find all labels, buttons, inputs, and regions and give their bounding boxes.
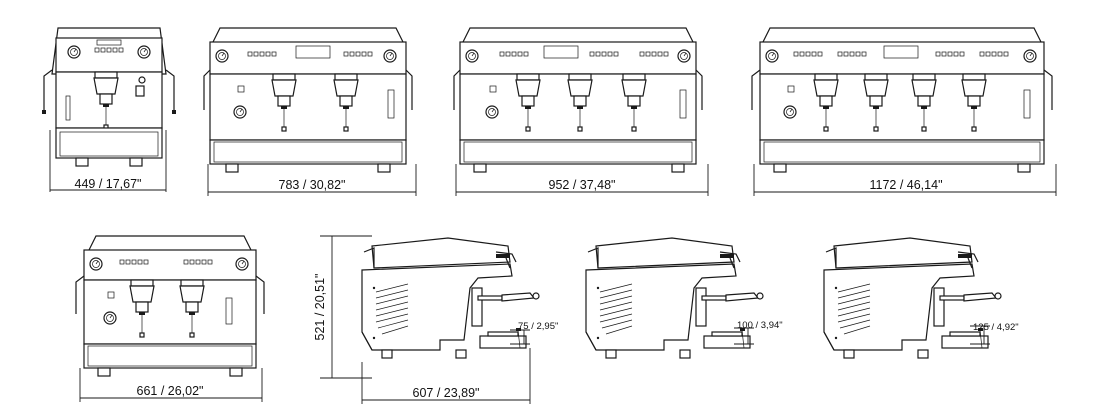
machine-3-group-front <box>453 27 703 173</box>
machine-2-group-compact-front <box>75 235 265 377</box>
width-dimension-2-group-compact: 661 / 26,02" <box>79 368 263 402</box>
width-dimension-4-group: 1172 / 46,14" <box>753 164 1057 196</box>
width-label-2-group: 783 / 30,82" <box>279 178 346 192</box>
clearance-label-a: 75 / 2,95" <box>518 321 558 332</box>
width-label-4-group: 1172 / 46,14" <box>869 178 942 192</box>
width-label-3-group: 952 / 37,48" <box>549 178 616 192</box>
machine-1-group-front <box>42 27 176 167</box>
clearance-dimension-c: 125 / 4,92" <box>970 322 1019 345</box>
machine-side-view-3 <box>823 237 1002 359</box>
height-dimension: 521 / 20,51" <box>313 235 372 379</box>
clearance-label-c: 125 / 4,92" <box>973 322 1019 333</box>
machine-2-group-front <box>203 27 413 173</box>
clearance-dimension-a: 75 / 2,95" <box>510 321 558 345</box>
width-dimension-2-group: 783 / 30,82" <box>207 164 417 196</box>
width-label-2-group-compact: 661 / 26,02" <box>137 384 204 398</box>
height-label: 521 / 20,51" <box>313 274 327 341</box>
width-dimension-3-group: 952 / 37,48" <box>455 164 709 196</box>
clearance-label-b: 100 / 3,94" <box>737 320 783 331</box>
machine-side-view-2 <box>585 237 764 359</box>
depth-dimension: 607 / 23,89" <box>361 348 531 404</box>
width-label-1-group: 449 / 17,67" <box>75 177 142 191</box>
width-dimension-1-group: 449 / 17,67" <box>49 130 167 192</box>
clearance-dimension-b: 100 / 3,94" <box>734 320 783 345</box>
depth-label: 607 / 23,89" <box>413 386 480 400</box>
machine-4-group-front <box>751 27 1053 173</box>
machine-side-view-1 <box>361 237 540 359</box>
